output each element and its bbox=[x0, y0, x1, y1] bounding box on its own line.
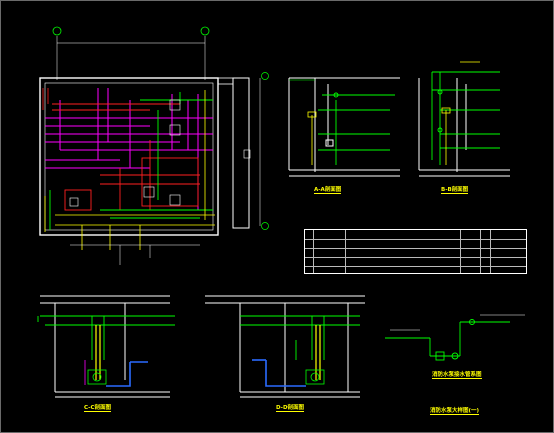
section-c-c bbox=[37, 295, 175, 398]
plan-view bbox=[39, 26, 269, 265]
equipment-table bbox=[304, 229, 527, 274]
table-row bbox=[305, 248, 526, 257]
table-row bbox=[305, 257, 526, 266]
section-a-a bbox=[288, 77, 400, 177]
table-row bbox=[305, 230, 526, 239]
caption-system-diagram: 消防水泵接水管系图 bbox=[432, 372, 482, 379]
section-d-d bbox=[205, 295, 365, 398]
caption-section-d: D-D剖面图 bbox=[276, 405, 305, 412]
table-row bbox=[305, 239, 526, 248]
caption-section-c: C-C剖面图 bbox=[84, 405, 111, 412]
table-row bbox=[305, 266, 526, 275]
caption-section-a: A-A剖面图 bbox=[314, 187, 342, 194]
caption-section-b: B-B剖面图 bbox=[441, 187, 469, 194]
grid-bubble-2 bbox=[200, 26, 210, 36]
system-diagram bbox=[385, 314, 525, 361]
section-b-b bbox=[418, 61, 510, 177]
caption-system: 消防水泵大样图(一) bbox=[430, 408, 480, 415]
grid-bubble-1 bbox=[52, 26, 62, 36]
